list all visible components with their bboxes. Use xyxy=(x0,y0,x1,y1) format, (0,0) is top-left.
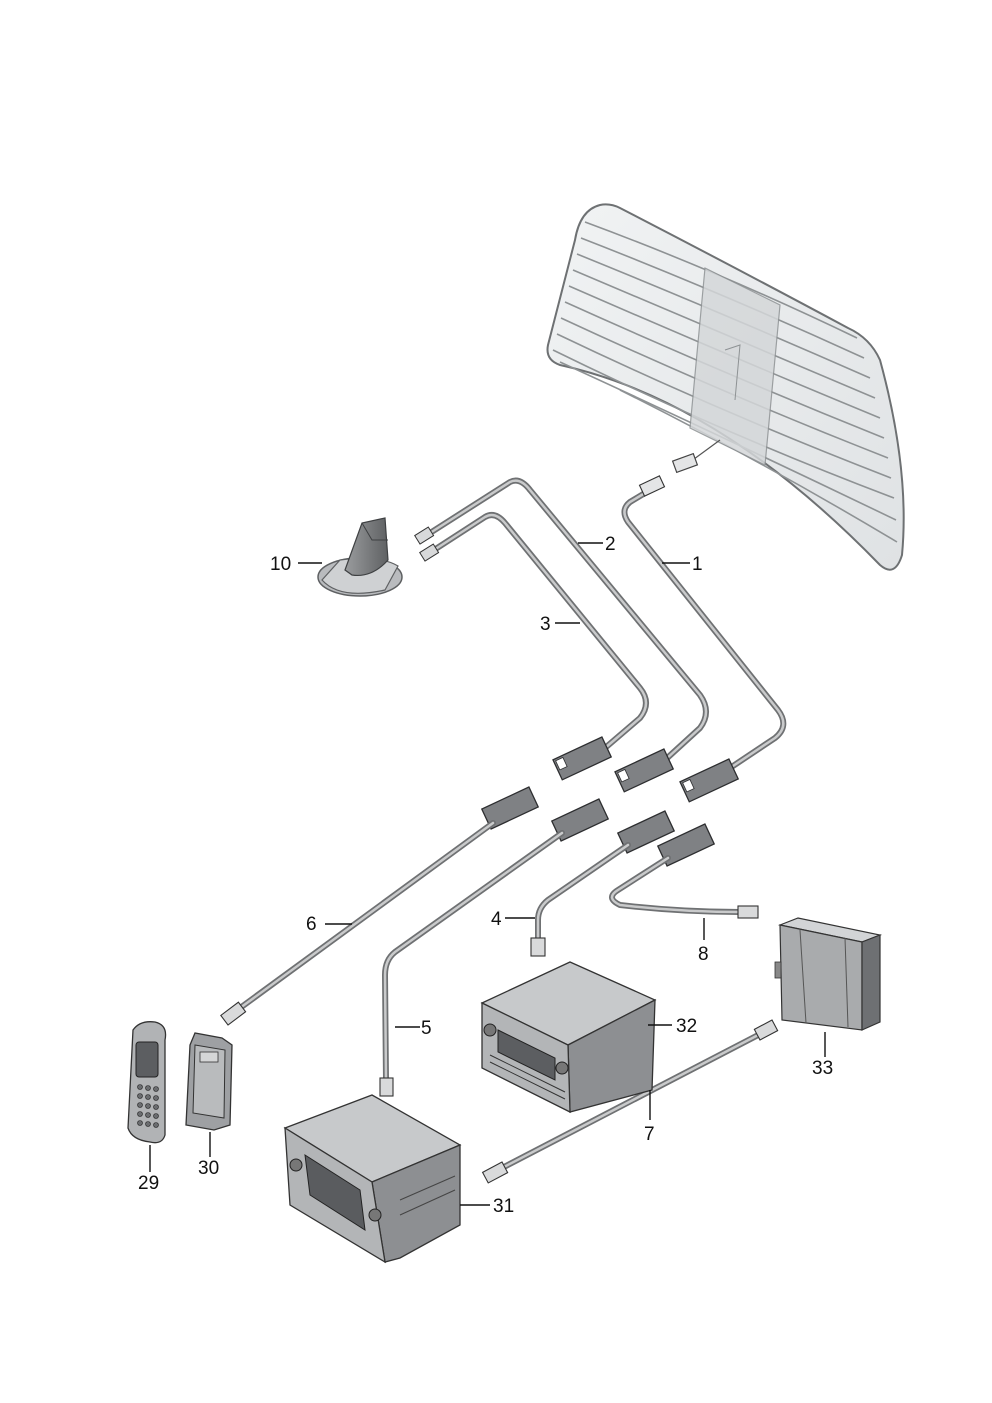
phone-cradle xyxy=(185,1032,233,1131)
rear-window xyxy=(546,203,905,571)
callout-32: 32 xyxy=(676,1016,697,1037)
cable-6 xyxy=(220,786,540,1026)
roof-antenna xyxy=(317,517,403,597)
callout-31: 31 xyxy=(493,1196,514,1217)
control-module xyxy=(774,917,883,1031)
callout-6: 6 xyxy=(306,914,317,935)
callout-labels: 1 2 3 4 5 6 7 8 10 29 30 31 32 33 xyxy=(138,534,833,1217)
callout-3: 3 xyxy=(540,614,551,635)
phone-handset xyxy=(127,1021,167,1144)
callout-29: 29 xyxy=(138,1173,159,1194)
cable-2 xyxy=(414,477,709,793)
callout-8: 8 xyxy=(698,944,709,965)
callout-30: 30 xyxy=(198,1158,219,1179)
radio-unit xyxy=(480,961,657,1114)
window-connector xyxy=(671,452,699,474)
callout-4: 4 xyxy=(491,909,502,930)
cable-5 xyxy=(379,798,610,1097)
cable-4 xyxy=(530,810,676,957)
cable-1 xyxy=(621,475,787,803)
callout-10: 10 xyxy=(270,554,291,575)
callout-5: 5 xyxy=(421,1018,432,1039)
callout-7: 7 xyxy=(644,1124,655,1145)
callout-1: 1 xyxy=(692,554,703,575)
navigation-unit xyxy=(283,1094,462,1264)
leader-lines xyxy=(149,542,826,1206)
cable-3 xyxy=(419,512,649,781)
cable-8 xyxy=(609,823,759,919)
callout-33: 33 xyxy=(812,1058,833,1079)
callout-2: 2 xyxy=(605,534,616,555)
cable-7 xyxy=(481,1019,779,1184)
